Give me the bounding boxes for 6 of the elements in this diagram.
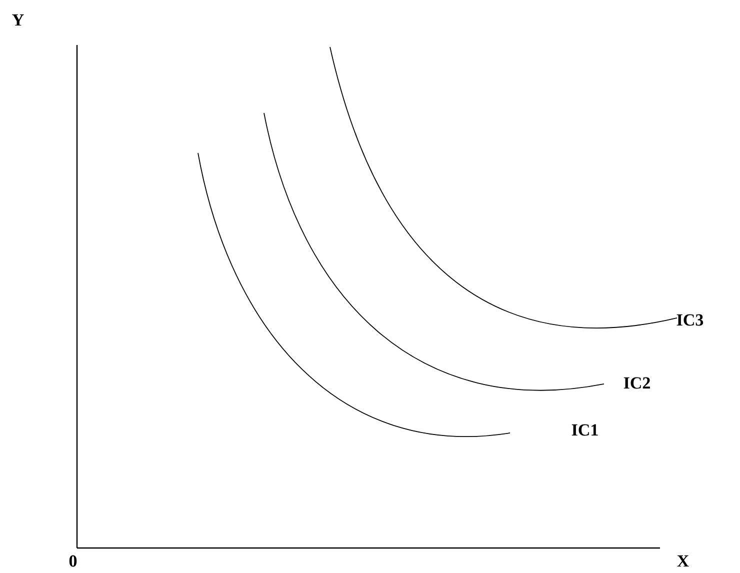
curve-label: IC1 (572, 424, 598, 436)
axis-label: Y (12, 14, 24, 26)
curve-label: IC3 (676, 314, 704, 326)
curve-label: IC2 (624, 377, 650, 389)
origin-label: 0 (69, 555, 77, 567)
axis-label: X (677, 555, 689, 567)
